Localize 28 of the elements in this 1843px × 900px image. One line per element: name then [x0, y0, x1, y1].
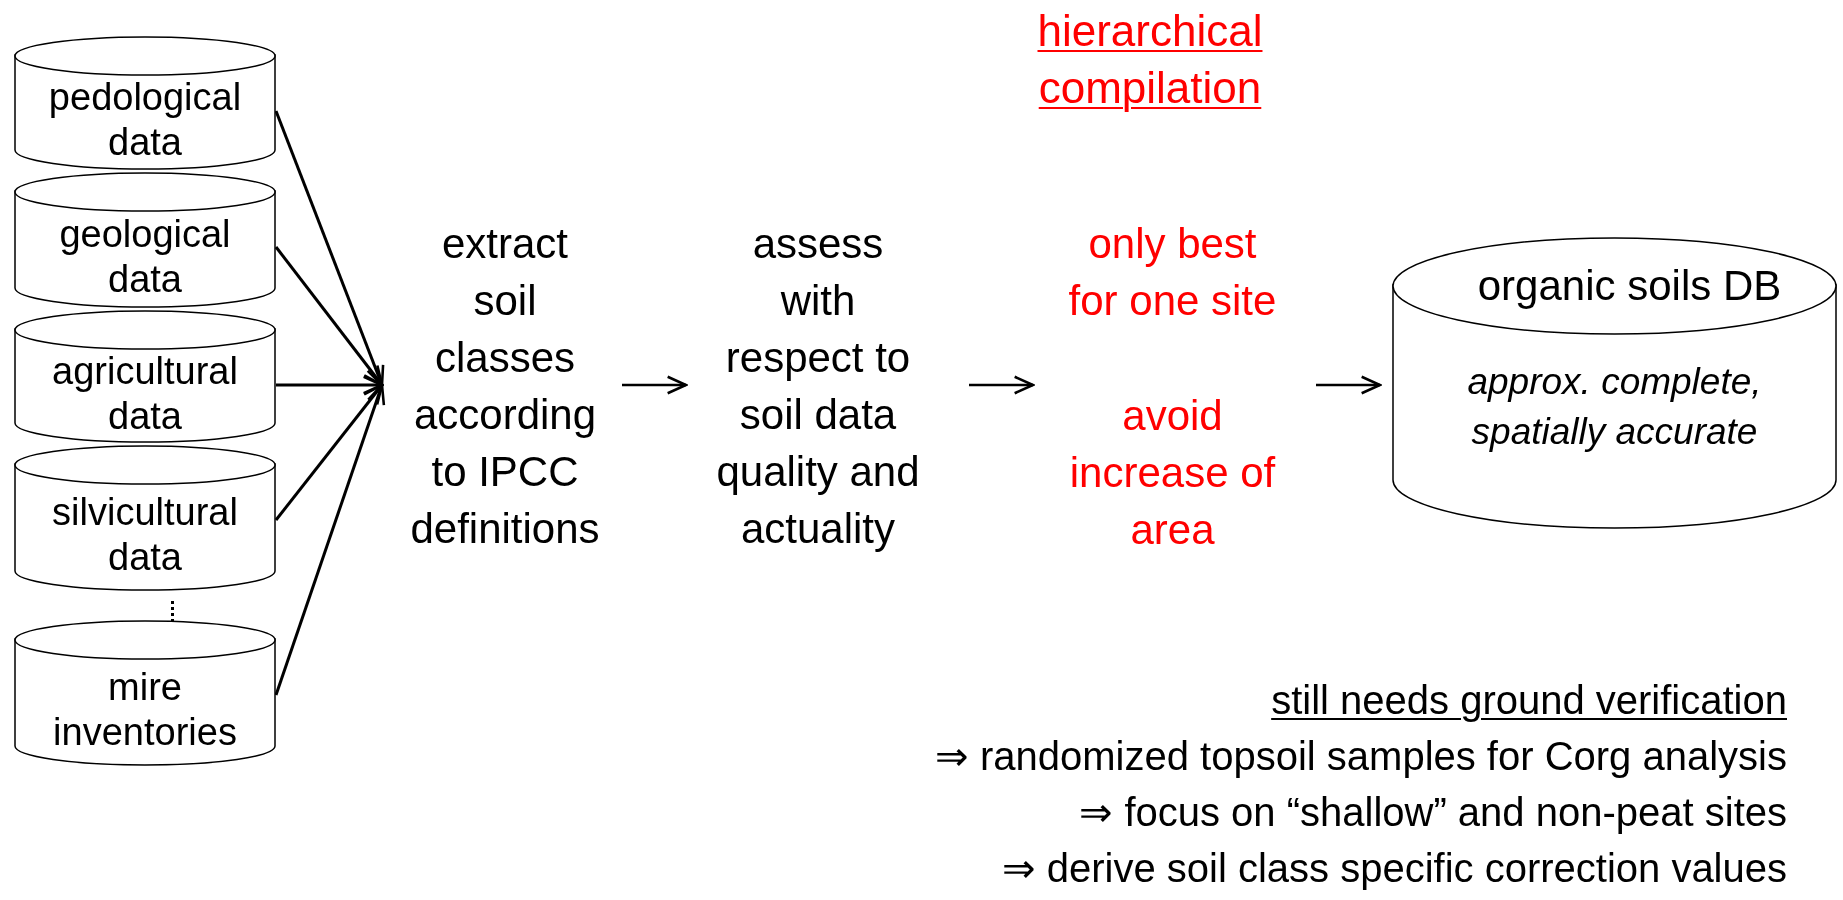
process-step-text: assess with respect to soil data quality and actuality	[715, 219, 921, 554]
cylinder-label: agricultural data	[51, 348, 239, 439]
database-description: approx. complete, spatially accurate	[1466, 360, 1763, 454]
arrow	[274, 383, 386, 696]
note-text: ⇒ randomized topsoil samples for Corg analysis	[934, 733, 1787, 780]
cylinder-label: pedological data	[47, 75, 243, 165]
title: hierarchical compilation	[1036, 5, 1264, 114]
cylinder-label: mire inventories	[52, 665, 238, 755]
arrow	[276, 375, 384, 395]
database-title: organic soils DB	[1476, 261, 1783, 311]
database-cylinder	[1392, 237, 1837, 529]
database-cylinder	[14, 36, 276, 170]
database-cylinder	[14, 445, 276, 591]
note-text: ⇒ derive soil class specific correction values	[1001, 845, 1787, 892]
arrow	[1316, 375, 1382, 395]
note-heading: still needs ground verification	[1271, 677, 1787, 724]
arrow	[274, 383, 384, 521]
arrow	[622, 375, 688, 395]
arrow	[969, 375, 1035, 395]
criterion-text: only best for one site	[1067, 219, 1278, 326]
process-step-text: extract soil classes according to IPCC definitions	[409, 219, 601, 554]
database-cylinder	[14, 172, 276, 308]
note-text: ⇒ focus on “shallow” and non-peat sites	[1079, 789, 1787, 836]
criterion-text: avoid increase of area	[1068, 391, 1277, 555]
cylinder-label: geological data	[58, 212, 232, 302]
cylinder-label: silvicultural data	[51, 490, 239, 580]
database-cylinder	[14, 620, 276, 766]
database-cylinder	[14, 310, 276, 443]
